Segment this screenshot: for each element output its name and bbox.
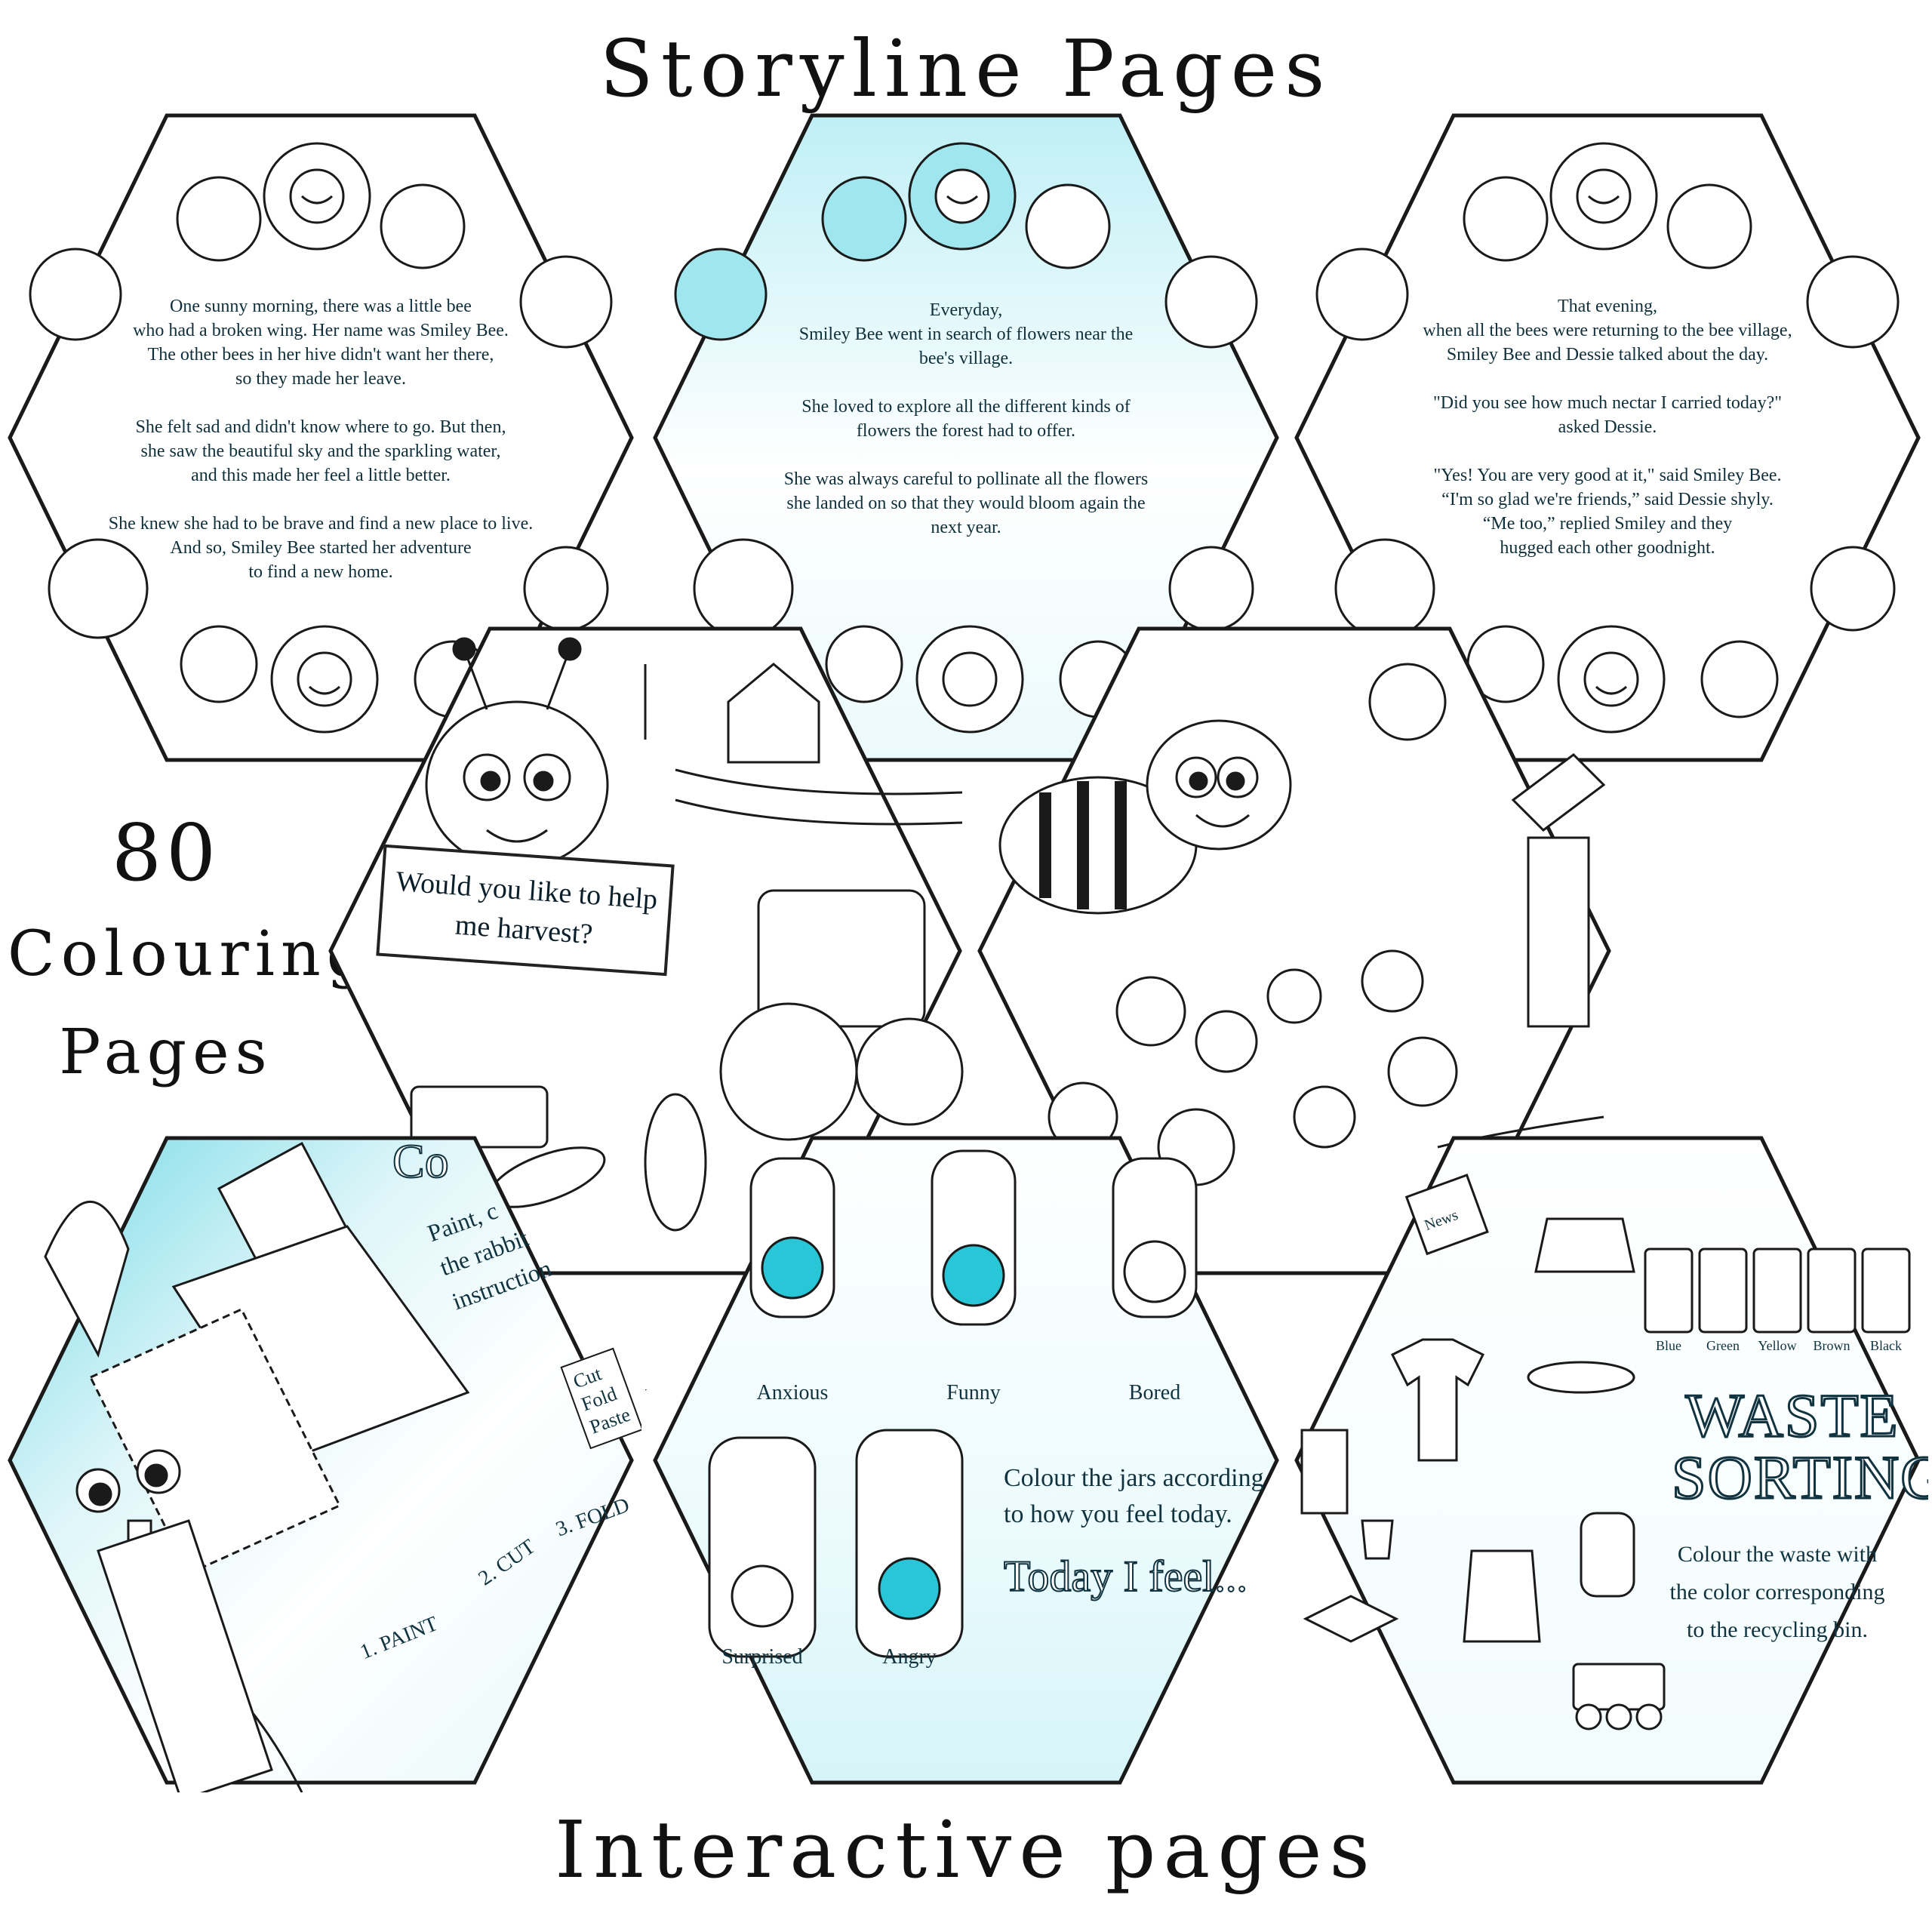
feelings-instruction: Colour the jars according to how you fee… bbox=[1004, 1464, 1264, 1528]
bin-label-green: Green bbox=[1706, 1338, 1740, 1353]
jar-label-partial: y bbox=[645, 1381, 664, 1405]
waste-sorting-title: WASTE SORTING bbox=[1671, 1381, 1929, 1512]
interactive-page-craft: Co Paint, c the rabbit instruction Cut F… bbox=[0, 1128, 641, 1792]
storyline-heading: Storyline Pages bbox=[599, 23, 1333, 115]
colouring-label-2: Pages bbox=[59, 1017, 273, 1088]
story-text-3: That evening,when all the bees were retu… bbox=[1423, 297, 1792, 558]
bin-label-brown: Brown bbox=[1813, 1338, 1850, 1353]
jar-label-funny: Funny bbox=[946, 1381, 1001, 1404]
colouring-label-1: Colouring bbox=[8, 918, 373, 990]
craft-title-fragment: Co bbox=[392, 1134, 450, 1188]
bin-label-black: Black bbox=[1870, 1338, 1902, 1353]
interactive-heading: Interactive pages bbox=[555, 1804, 1377, 1896]
jar-label-anxious: Anxious bbox=[756, 1381, 829, 1404]
bin-label-yellow: Yellow bbox=[1758, 1338, 1797, 1353]
story-text-1: One sunny morning, there was a little be… bbox=[108, 297, 534, 582]
colouring-count: 80 bbox=[111, 807, 221, 899]
waste-instruction: Colour the waste with the color correspo… bbox=[1669, 1542, 1885, 1642]
story-text-2: Everyday,Smiley Bee went in search of fl… bbox=[783, 300, 1149, 537]
interactive-page-waste: News Blue Green Yellow Brown Black WASTE… bbox=[1287, 1128, 1928, 1792]
jar-label-surprised: Surprised bbox=[721, 1645, 803, 1669]
bin-label-blue: Blue bbox=[1656, 1338, 1681, 1353]
colouring-pages-heading: 80 Colouring Pages bbox=[8, 800, 373, 1102]
jar-label-angry: Angry bbox=[882, 1645, 937, 1669]
harvest-sign: Would you like to help me harvest? bbox=[376, 844, 675, 977]
interactive-page-feelings: Anxious Funny Bored Surprised Angry y Co… bbox=[645, 1128, 1287, 1792]
today-i-feel: Today I feel... bbox=[1003, 1551, 1248, 1601]
jar-label-bored: Bored bbox=[1128, 1381, 1181, 1404]
